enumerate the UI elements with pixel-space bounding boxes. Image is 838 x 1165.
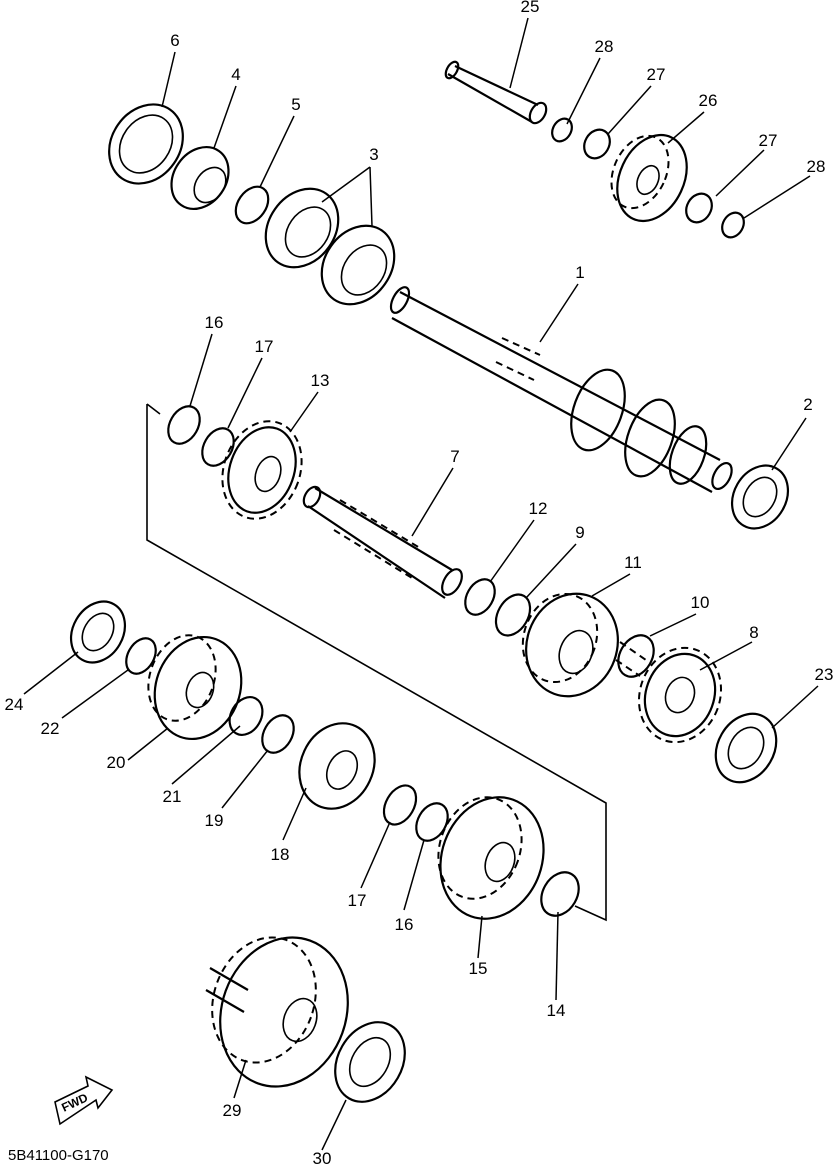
part-13-gear[interactable] (209, 410, 315, 530)
part-23-bearing[interactable] (704, 703, 788, 793)
callout-23: 23 (815, 665, 834, 684)
callout-5: 5 (291, 95, 300, 114)
part-8-gear[interactable] (626, 636, 734, 754)
callout-17b: 17 (348, 891, 367, 910)
fwd-label: FWD (59, 1090, 90, 1114)
part-27-washer-b[interactable] (681, 189, 717, 227)
callout-28a: 28 (595, 37, 614, 56)
part-15-gear[interactable] (424, 783, 560, 934)
part-21-collar[interactable] (223, 691, 269, 741)
part-3-bearing-b[interactable] (307, 212, 409, 319)
callout-30: 30 (313, 1149, 332, 1165)
part-5-o-ring[interactable] (229, 181, 275, 230)
callout-18: 18 (271, 845, 290, 864)
part-27-washer-a[interactable] (579, 125, 615, 163)
callout-22: 22 (41, 719, 60, 738)
callout-24: 24 (5, 695, 24, 714)
part-4-bearing[interactable] (160, 136, 240, 220)
part-1-main-axle[interactable] (387, 284, 735, 493)
callout-6: 6 (170, 31, 179, 50)
part-29-driven-gear[interactable] (195, 919, 368, 1104)
part-11-gear[interactable] (511, 581, 632, 710)
part-24-bearing[interactable] (60, 592, 135, 672)
callout-4: 4 (231, 65, 240, 84)
part-7-drive-axle[interactable] (300, 484, 465, 599)
callout-27a: 27 (647, 65, 666, 84)
callout-14: 14 (547, 1001, 566, 1020)
callout-17a: 17 (255, 337, 274, 356)
part-6-oil-seal[interactable] (94, 90, 198, 198)
callout-19: 19 (205, 811, 224, 830)
part-17-circlip-a[interactable] (196, 423, 240, 472)
part-22-washer[interactable] (120, 633, 162, 679)
part-10-needle-bearing[interactable] (611, 629, 661, 683)
part-30-bearing[interactable] (321, 1010, 418, 1115)
part-18-hub[interactable] (286, 711, 388, 821)
callout-1: 1 (575, 263, 584, 282)
part-14-collar[interactable] (534, 866, 586, 923)
callout-12: 12 (529, 499, 548, 518)
callout-7: 7 (450, 447, 459, 466)
callout-26: 26 (699, 91, 718, 110)
callout-28b: 28 (807, 157, 826, 176)
callout-27b: 27 (759, 131, 778, 150)
part-9-washer[interactable] (489, 588, 537, 641)
callout-29: 29 (223, 1101, 242, 1120)
part-19-washer[interactable] (256, 710, 300, 759)
leader-lines (23, 17, 819, 1151)
callout-13: 13 (311, 371, 330, 390)
part-25-shaft[interactable] (443, 60, 549, 126)
fwd-arrow-icon (54, 1075, 114, 1126)
callout-3: 3 (369, 145, 378, 164)
callout-8: 8 (749, 623, 758, 642)
part-26-gear[interactable] (600, 124, 700, 233)
callout-25: 25 (521, 0, 540, 16)
callout-21: 21 (163, 787, 182, 806)
diagram-code: 5B41100-G170 (8, 1147, 109, 1164)
part-12-circlip[interactable] (459, 574, 501, 620)
callout-11: 11 (624, 553, 642, 572)
assembly-bracket (146, 403, 607, 922)
callout-16a: 16 (205, 313, 224, 332)
callout-10: 10 (691, 593, 710, 612)
callout-16b: 16 (395, 915, 414, 934)
callout-15: 15 (469, 959, 488, 978)
callout-9: 9 (575, 523, 584, 542)
part-3-bearing-a[interactable] (251, 175, 353, 282)
part-16-washer-a[interactable] (162, 401, 206, 450)
part-28-circlip-a[interactable] (548, 115, 576, 145)
callout-20: 20 (107, 753, 126, 772)
part-28-circlip-b[interactable] (718, 209, 748, 242)
part-2-bearing[interactable] (721, 455, 799, 538)
callout-2: 2 (803, 395, 812, 414)
